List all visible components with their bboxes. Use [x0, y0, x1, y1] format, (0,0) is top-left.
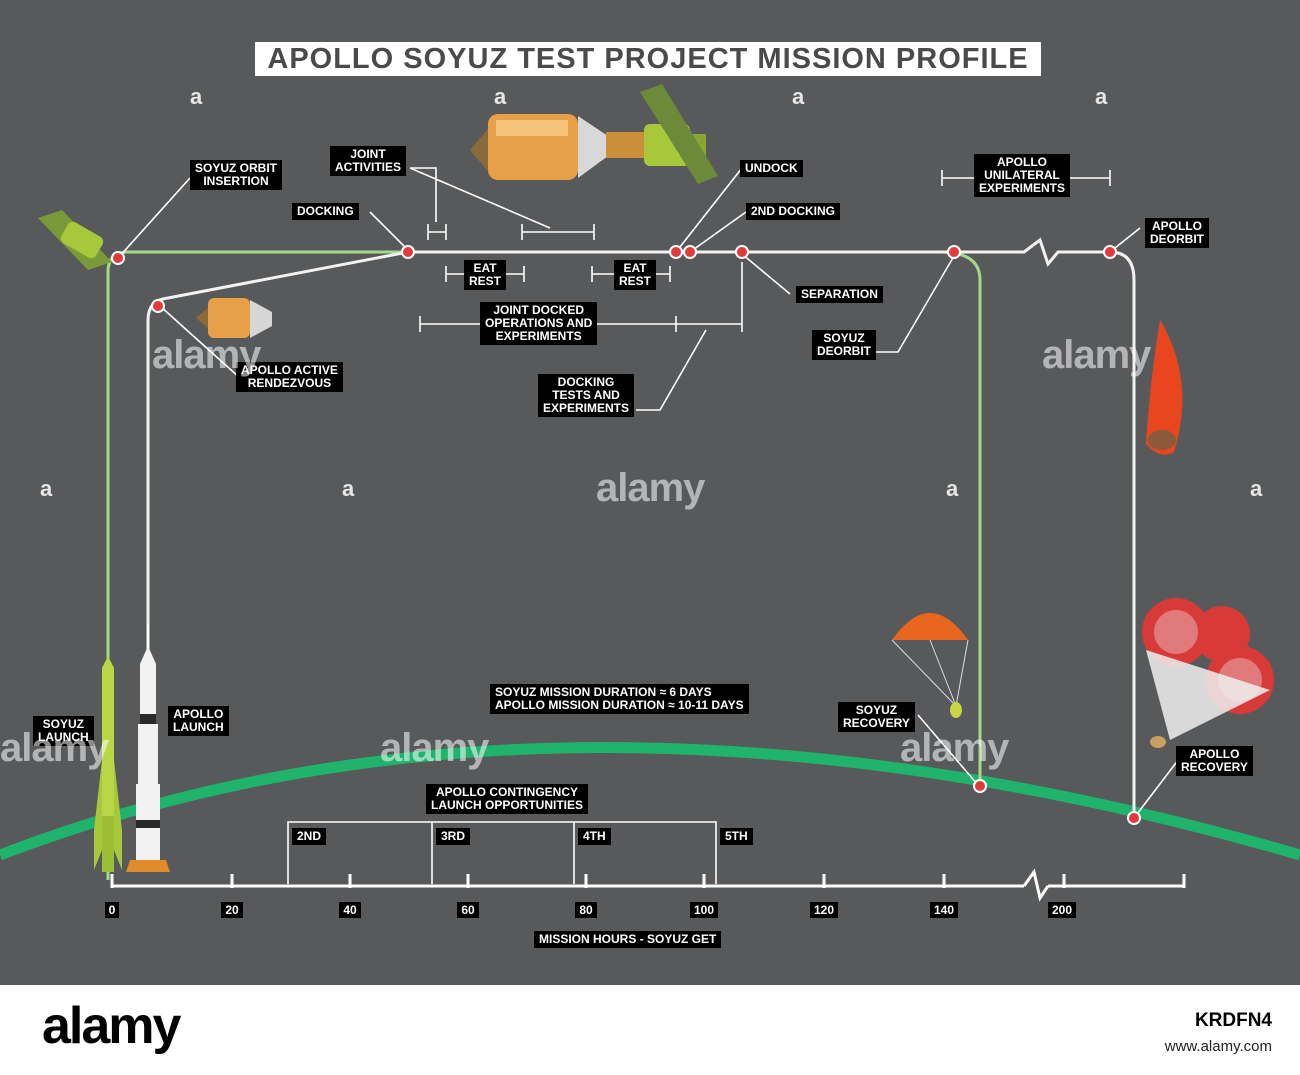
label-soyuz-launch: SOYUZ LAUNCH	[33, 716, 94, 746]
leader-docking	[369, 211, 409, 251]
label-eat-rest-1: EAT REST	[464, 260, 507, 290]
axis-tick-marks	[110, 874, 1186, 888]
watermark-lower-center: alamy	[380, 726, 489, 770]
label-eat-rest-2: EAT REST	[614, 260, 657, 290]
axis-tick-label: 80	[566, 902, 606, 918]
event-dot	[947, 245, 961, 259]
watermark-upper-right: alamy	[1042, 333, 1151, 377]
soyuz-rocket-illustration	[94, 656, 122, 872]
label-apollo-unilateral-experiments: APOLLO UNILATERAL EXPERIMENTS	[974, 154, 1071, 197]
label-2nd-docking: 2ND DOCKING	[746, 203, 841, 220]
label-joint-docked-operations: JOINT DOCKED OPERATIONS AND EXPERIMENTS	[480, 302, 598, 345]
watermark-mark: a	[40, 476, 53, 501]
event-dot	[1127, 811, 1141, 825]
label-mission-duration: SOYUZ MISSION DURATION ≈ 6 DAYS APOLLO M…	[490, 684, 749, 714]
label-docking-tests: DOCKING TESTS AND EXPERIMENTS	[538, 374, 635, 417]
axis-tick-label: 0	[92, 902, 132, 918]
axis-tick-label: 200	[1042, 902, 1082, 918]
label-apollo-recovery: APOLLO RECOVERY	[1176, 746, 1253, 776]
label-opportunity-3rd: 3RD	[436, 828, 471, 845]
footer-image-id: KRDFN4	[1194, 1010, 1272, 1031]
reentry-capsule-illustration	[1146, 320, 1183, 455]
leader-joint-activities-b	[409, 167, 551, 229]
leader-apollo-rendezvous	[159, 305, 241, 379]
axis-break	[1022, 868, 1050, 902]
leader-2nd-docking	[689, 211, 747, 253]
event-dot	[683, 245, 697, 259]
apollo-trajectory-orbit	[408, 237, 1136, 820]
axis-tick-label: 20	[212, 902, 252, 918]
leader-apollo-recovery	[1133, 754, 1183, 819]
watermark-mark: a	[190, 84, 203, 109]
label-apollo-active-rendezvous: APOLLO ACTIVE RENDEZVOUS	[236, 362, 343, 392]
label-soyuz-recovery: SOYUZ RECOVERY	[838, 702, 915, 732]
docked-spacecraft-illustration	[470, 84, 718, 184]
event-dot	[401, 245, 415, 259]
label-separation: SEPARATION	[796, 286, 883, 303]
event-dot	[111, 251, 125, 265]
label-apollo-launch: APOLLO LAUNCH	[168, 706, 229, 736]
diagram-title: APOLLO SOYUZ TEST PROJECT MISSION PROFIL…	[255, 42, 1041, 76]
label-opportunity-4th: 4TH	[578, 828, 611, 845]
label-opportunity-5th: 5TH	[720, 828, 753, 845]
axis-tick-label: 140	[924, 902, 964, 918]
watermark-mark: a	[792, 84, 805, 109]
footer-url[interactable]: www.alamy.com	[1164, 1038, 1272, 1055]
watermark-mark: a	[1095, 84, 1108, 109]
event-dot	[973, 779, 987, 793]
watermark-upper-left: alamy	[152, 333, 261, 377]
event-dot	[669, 245, 683, 259]
axis-tick-label: 60	[448, 902, 488, 918]
apollo-csm-illustration	[196, 298, 272, 338]
axis-tick-label: 120	[804, 902, 844, 918]
leader-undock	[675, 167, 743, 253]
leader-lines	[117, 167, 1183, 819]
contingency-brackets	[287, 821, 717, 884]
label-undock: UNDOCK	[740, 160, 803, 177]
watermark-center: alamy	[596, 466, 705, 510]
watermark-mark: a	[494, 84, 507, 109]
watermark-mark: a	[1250, 476, 1263, 501]
leader-separation	[741, 253, 791, 295]
axis-tick-label: 40	[330, 902, 370, 918]
label-joint-activities: JOINT ACTIVITIES	[330, 146, 407, 176]
time-axis	[110, 868, 1186, 902]
axis-title: MISSION HOURS - SOYUZ GET	[534, 931, 722, 948]
soyuz-spacecraft-illustration	[38, 210, 112, 270]
event-dot	[735, 245, 749, 259]
label-opportunity-2nd: 2ND	[292, 828, 327, 845]
label-contingency-launch: APOLLO CONTINGENCY LAUNCH OPPORTUNITIES	[426, 784, 589, 814]
label-soyuz-deorbit: SOYUZ DEORBIT	[812, 330, 876, 360]
leader-soyuz-insertion	[117, 177, 191, 259]
apollo-parachutes-illustration	[1142, 598, 1274, 748]
leader-joint-activities-a	[410, 167, 437, 222]
saturn-rocket-illustration	[126, 624, 170, 872]
axis-tick-label: 100	[684, 902, 724, 918]
leader-docking-tests	[636, 329, 707, 411]
leader-soyuz-recovery	[917, 714, 979, 786]
event-dot	[151, 299, 165, 313]
label-apollo-deorbit: APOLLO DEORBIT	[1145, 218, 1209, 248]
event-dot	[1103, 245, 1117, 259]
label-soyuz-orbit-insertion: SOYUZ ORBIT INSERTION	[190, 160, 283, 190]
footer-logo[interactable]: alamy	[42, 997, 181, 1055]
watermark-mark: a	[946, 476, 959, 501]
watermark-lower-left: alamy	[0, 726, 109, 770]
watermark-lower-right: alamy	[900, 726, 1009, 770]
earth-horizon-arc	[0, 742, 1300, 861]
footer-bar	[0, 985, 1300, 1075]
soyuz-parachute-illustration	[891, 613, 969, 718]
label-docking: DOCKING	[292, 203, 359, 220]
event-markers	[111, 245, 1141, 825]
watermark-mark: a	[342, 476, 355, 501]
